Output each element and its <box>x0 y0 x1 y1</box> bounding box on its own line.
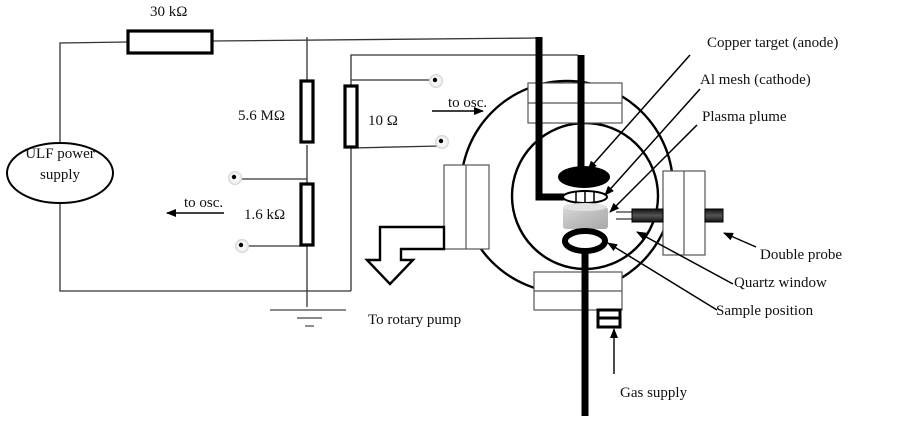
cathode-feedthrough <box>535 37 564 201</box>
gas-valve-icon <box>596 308 622 329</box>
terminals <box>228 74 449 253</box>
double-probe <box>616 208 724 223</box>
resistor-10-ohm-label: 10 Ω <box>368 113 398 129</box>
power-supply-label-line2: supply <box>40 167 81 183</box>
vacuum-chamber <box>443 79 706 311</box>
al-mesh-cathode <box>562 190 608 204</box>
rotary-pump-arrow-icon <box>364 225 446 286</box>
label-sample-position: Sample position <box>716 303 814 319</box>
label-copper-target: Copper target (anode) <box>707 35 838 51</box>
circuit-wiring <box>59 37 578 307</box>
plasma-plume <box>563 203 608 229</box>
power-supply-label-line1: ULF power <box>25 146 95 162</box>
copper-target-anode <box>558 166 610 188</box>
label-al-mesh: Al mesh (cathode) <box>700 72 811 88</box>
label-rotary-pump: To rotary pump <box>368 312 461 328</box>
terminal-icon <box>235 239 249 253</box>
sample-holder <box>562 228 608 254</box>
resistor-5-6M-label: 5.6 MΩ <box>238 108 285 124</box>
label-gas-supply: Gas supply <box>620 385 688 401</box>
label-pointers <box>587 54 757 311</box>
resistor-10-ohm <box>343 84 359 149</box>
terminal-icon <box>228 171 242 185</box>
terminal-icon <box>429 74 443 88</box>
label-plasma-plume: Plasma plume <box>702 109 787 125</box>
label-quartz-window: Quartz window <box>734 275 827 291</box>
osc-right-label: to osc. <box>448 95 487 111</box>
resistor-1-6k <box>299 182 315 247</box>
resistor-30k-label: 30 kΩ <box>150 4 187 20</box>
resistor-5-6M <box>299 79 315 144</box>
osc-left-label: to osc. <box>184 195 223 211</box>
resistor-30k <box>126 29 214 55</box>
ulf-power-supply <box>6 142 114 204</box>
label-double-probe: Double probe <box>760 247 842 263</box>
resistor-1-6k-label: 1.6 kΩ <box>244 207 285 223</box>
ground-icon <box>270 309 346 327</box>
terminal-icon <box>435 135 449 149</box>
